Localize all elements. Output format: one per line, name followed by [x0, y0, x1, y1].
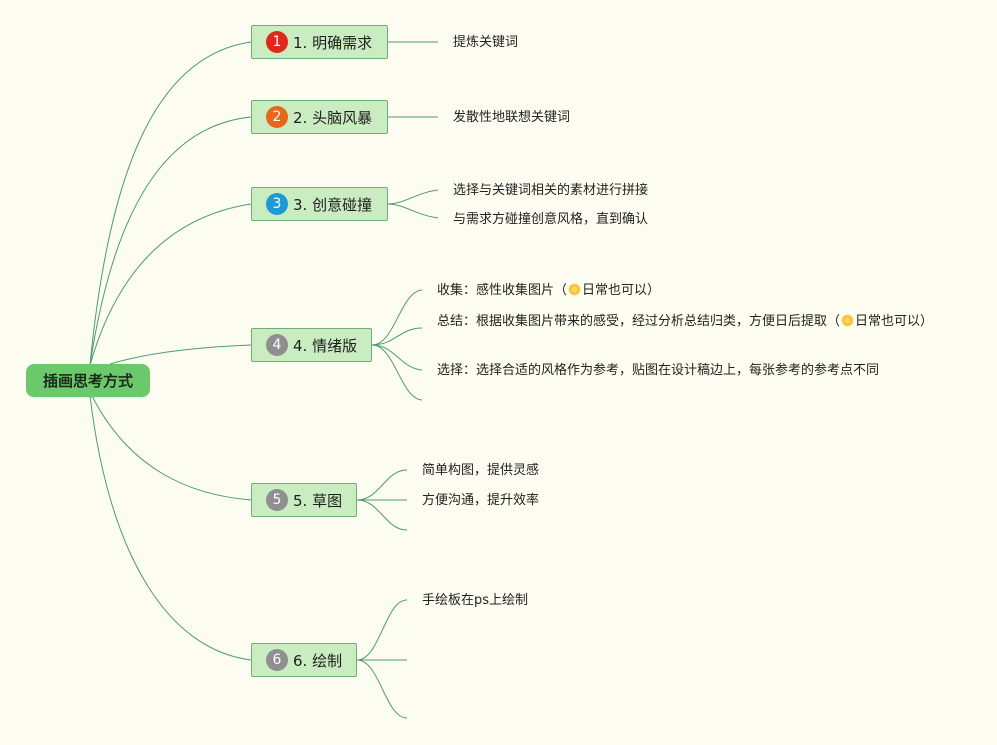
- branch-4-leaf-2-text-b: 日常也可以）: [855, 314, 934, 329]
- branch-4-leaf-2[interactable]: 总结：根据收集图片带来的感受，经过分析总结归类，方便日后提取（ 日常也可以）: [437, 312, 957, 332]
- branch-3-label: 3. 创意碰撞: [293, 195, 373, 214]
- branch-3-leaf-1[interactable]: 选择与关键词相关的素材进行拼接: [453, 183, 649, 198]
- connector-branch-6-leaf-1: [356, 599, 408, 661]
- priority-3-icon: 3: [266, 193, 288, 215]
- connector-branch-4-leaf-2: [371, 327, 423, 346]
- connector-branch-6-leaf-3: [356, 659, 408, 719]
- branch-5-topic[interactable]: 5 5. 草图: [251, 483, 357, 517]
- priority-5-icon: 5: [266, 489, 288, 511]
- priority-2-icon: 2: [266, 106, 288, 128]
- connector-root-branch-5: [91, 395, 252, 501]
- connector-root-branch-1: [89, 41, 252, 366]
- branch-2-label: 2. 头脑风暴: [293, 108, 373, 127]
- priority-4-icon: 4: [266, 334, 288, 356]
- branch-4-topic[interactable]: 4 4. 情绪版: [251, 328, 372, 362]
- connector-branch-4-leaf-4: [371, 344, 423, 401]
- branch-2-topic[interactable]: 2 2. 头脑风暴: [251, 100, 388, 134]
- sun-icon: [841, 314, 855, 327]
- connector-root-branch-6: [89, 395, 252, 661]
- branch-2-leaf-1[interactable]: 发散性地联想关键词: [453, 110, 571, 125]
- branch-1-label: 1. 明确需求: [293, 33, 373, 52]
- connector-branch-4-leaf-1: [371, 289, 423, 346]
- branch-3-topic[interactable]: 3 3. 创意碰撞: [251, 187, 388, 221]
- branch-5-leaf-2[interactable]: 方便沟通，提升效率: [422, 493, 540, 508]
- branch-4-leaf-1-text-a: 收集：感性收集图片（: [437, 283, 568, 298]
- branch-6-leaf-1[interactable]: 手绘板在ps上绘制: [422, 593, 529, 608]
- connector-branch-5-leaf-1: [356, 469, 408, 501]
- branch-1-leaf-1[interactable]: 提炼关键词: [453, 35, 519, 50]
- connector-branch-3-leaf-2: [386, 203, 439, 219]
- branch-1-topic[interactable]: 1 1. 明确需求: [251, 25, 388, 59]
- branch-4-leaf-1-text-b: 日常也可以）: [582, 283, 661, 298]
- priority-6-icon: 6: [266, 649, 288, 671]
- connector-branch-5-leaf-3: [356, 499, 408, 531]
- connector-branch-3-leaf-1: [386, 189, 439, 205]
- branch-6-label: 6. 绘制: [293, 651, 343, 670]
- connector-root-branch-4: [109, 344, 252, 365]
- root-topic[interactable]: 插画思考方式: [26, 364, 150, 397]
- branch-6-topic[interactable]: 6 6. 绘制: [251, 643, 357, 677]
- branch-4-leaf-3[interactable]: 选择：选择合适的风格作为参考，贴图在设计稿边上，每张参考的参考点不同: [437, 363, 880, 378]
- branch-3-leaf-2[interactable]: 与需求方碰撞创意风格，直到确认: [453, 212, 649, 227]
- branch-4-label: 4. 情绪版: [293, 336, 358, 355]
- sun-icon: [568, 283, 582, 296]
- branch-4-leaf-1[interactable]: 收集：感性收集图片（ 日常也可以）: [437, 281, 660, 301]
- branch-5-label: 5. 草图: [293, 491, 343, 510]
- branch-5-leaf-1[interactable]: 简单构图，提供灵感: [422, 463, 540, 478]
- connector-root-branch-3: [89, 203, 252, 366]
- connector-root-branch-2: [89, 116, 252, 366]
- connector-branch-4-leaf-3: [371, 344, 423, 371]
- root-topic-label: 插画思考方式: [42, 372, 133, 390]
- branch-4-leaf-2-text-a: 总结：根据收集图片带来的感受，经过分析总结归类，方便日后提取（: [437, 314, 841, 329]
- priority-1-icon: 1: [266, 31, 288, 53]
